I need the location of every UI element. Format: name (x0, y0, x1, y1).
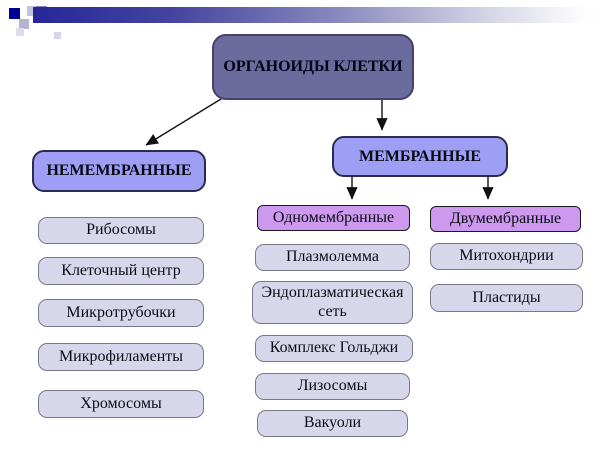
deco-square-lavender (27, 6, 37, 16)
node-microfilaments: Микрофиламенты (38, 343, 204, 371)
node-nonmembrane-branch: НЕМЕМБРАННЫЕ (32, 150, 206, 192)
deco-square-faint (54, 32, 61, 39)
node-mitochondria: Митохондрии (430, 243, 583, 270)
header-gradient-bar (33, 7, 600, 23)
node-single-membrane: Одномембранные (257, 205, 410, 231)
node-golgi-complex: Комплекс Гольджи (255, 335, 413, 362)
node-plasmolemma: Плазмолемма (255, 244, 410, 271)
node-cell-center: Клеточный центр (38, 257, 204, 285)
node-membrane-branch: МЕМБРАННЫЕ (332, 136, 508, 177)
node-ribosomes: Рибосомы (38, 217, 204, 244)
node-endoplasmic-reticulum: Эндоплазматическая сеть (252, 281, 413, 324)
node-double-membrane: Двумембранные (430, 206, 581, 232)
node-chromosomes: Хромосомы (38, 390, 204, 418)
deco-square-gray (19, 19, 29, 29)
node-plastids: Пластиды (430, 284, 583, 312)
node-lysosomes: Лизосомы (255, 373, 410, 400)
deco-square-navy (9, 8, 20, 19)
node-vacuoles: Вакуоли (257, 410, 408, 437)
node-cell-organelles-title: ОРГАНОИДЫ КЛЕТКИ (212, 34, 414, 100)
deco-square-light (16, 28, 24, 36)
arrow-title-to-nonmembrane (145, 98, 222, 146)
node-microtubules: Микротрубочки (38, 299, 204, 327)
